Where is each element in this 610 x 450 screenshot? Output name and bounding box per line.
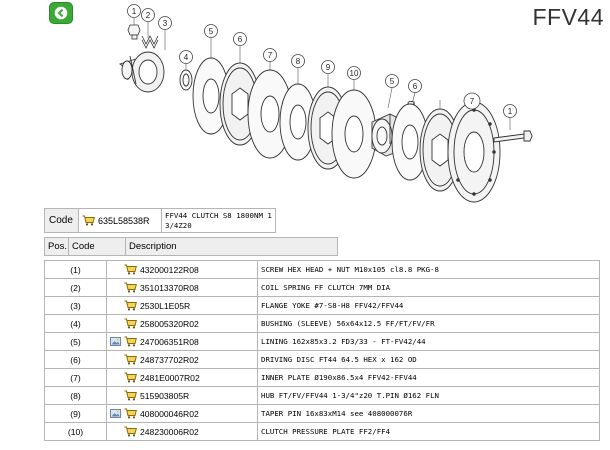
code-label: Code xyxy=(45,209,79,232)
callout-12: 6 xyxy=(413,82,418,91)
part-description: COIL SPRING FF CLUTCH 7MM DIA xyxy=(257,278,600,297)
callout-4: 4 xyxy=(184,53,189,62)
cart-icon[interactable] xyxy=(124,426,137,437)
part-code-cell[interactable]: 248230006R02 xyxy=(107,423,257,440)
part-code: 2481E0007R02 xyxy=(140,372,200,383)
callout-1: 1 xyxy=(132,7,137,16)
callout-11: 5 xyxy=(390,77,395,86)
cart-icon[interactable] xyxy=(124,336,137,347)
cart-icon[interactable] xyxy=(124,282,137,293)
cart-icon[interactable] xyxy=(124,318,137,329)
callout-3: 3 xyxy=(163,19,168,28)
part-code-cell[interactable]: 432000122R08 xyxy=(107,261,257,278)
assembly-code-row: Code 635L58538R FFV44 CLUTCH S8 1800NM 1… xyxy=(44,208,276,233)
cart-icon[interactable] xyxy=(124,354,137,365)
part-code-cell[interactable]: 408000046R02 xyxy=(107,405,257,422)
table-row: (10) 248230006R02 CLUTCH PRESSURE PLATE FF… xyxy=(44,422,600,441)
parts-table: (1) 432000122R08 SCREW HEX HEAD + NUT M10x… xyxy=(44,260,600,441)
table-row: (1) 432000122R08 SCREW HEX HEAD + NUT M10x… xyxy=(44,260,600,279)
part-code-cell[interactable]: 248737702R02 xyxy=(107,351,257,368)
model-title: FFV44 xyxy=(532,4,604,30)
part-code-cell[interactable]: 2530L1E05R xyxy=(107,297,257,314)
part-description: SCREW HEX HEAD + NUT M10x105 cl8.8 PKG-8 xyxy=(257,260,600,279)
callout-2: 2 xyxy=(146,11,151,20)
cart-icon[interactable] xyxy=(124,390,137,401)
part-code-cell[interactable]: 258005320R02 xyxy=(107,315,257,332)
table-row: (9) 408000046R02 TAPER PIN 16x83xM14 see 4… xyxy=(44,404,600,423)
part-description: BUSHING (SLEEVE) 56x64x12.5 FF/FT/FV/FR xyxy=(257,314,600,333)
callout-6: 6 xyxy=(238,35,243,44)
part-code: 351013370R08 xyxy=(140,282,199,293)
table-row: (2) 351013370R08 COIL SPRING FF CLUTCH 7MM… xyxy=(44,278,600,297)
part-code-cell[interactable]: 2481E0007R02 xyxy=(107,369,257,386)
part-description: FLANGE YOKE #7-S8-H8 FFV42/FFV44 xyxy=(257,296,600,315)
part-description: TAPER PIN 16x83xM14 see 408000076R xyxy=(257,404,600,423)
parts-table-header: Pos. Code Description xyxy=(44,237,338,256)
part-code: 2530L1E05R xyxy=(140,300,191,311)
part-code-cell[interactable]: 247006351R08 xyxy=(107,333,257,350)
header-description: Description xyxy=(129,241,177,252)
cart-icon[interactable] xyxy=(82,215,95,226)
part-position: (3) xyxy=(44,296,107,315)
table-row: (3) 2530L1E05R FLANGE YOKE #7-S8-H8 FFV42/… xyxy=(44,296,600,315)
callout-7: 7 xyxy=(268,51,273,60)
cart-icon[interactable] xyxy=(124,264,137,275)
part-code: 432000122R08 xyxy=(140,264,199,275)
table-row: (4) 258005320R02 BUSHING (SLEEVE) 56x64x12… xyxy=(44,314,600,333)
part-code: 248230006R02 xyxy=(140,426,199,437)
part-description: DRIVING DISC FT44 64.5 HEX x 162 OD xyxy=(257,350,600,369)
header-pos: Pos. xyxy=(45,238,69,255)
part-code-cell[interactable]: 515903805R xyxy=(107,387,257,404)
callout-9: 9 xyxy=(326,63,331,72)
exploded-parts-diagram: 1 2 3 4 5 6 7 8 9 10 5 6 7 1 xyxy=(119,4,533,203)
part-position: (8) xyxy=(44,386,107,405)
back-button[interactable] xyxy=(49,2,73,24)
part-description: CLUTCH PRESSURE PLATE FF2/FF4 xyxy=(257,422,600,441)
part-position: (4) xyxy=(44,314,107,333)
arrow-left-icon xyxy=(54,6,68,20)
part-position: (5) xyxy=(44,332,107,351)
table-row: (6) 248737702R02 DRIVING DISC FT44 64.5 HE… xyxy=(44,350,600,369)
callout-13: 7 xyxy=(470,97,475,106)
cart-icon[interactable] xyxy=(124,408,137,419)
cart-icon[interactable] xyxy=(124,372,137,383)
part-position: (10) xyxy=(44,422,107,441)
part-code: 408000046R02 xyxy=(140,408,199,419)
part-description: HUB FT/FV/FFV44 1-3/4"z20 T.PIN Ø162 FLN xyxy=(257,386,600,405)
part-position: (7) xyxy=(44,368,107,387)
callout-14: 1 xyxy=(508,107,513,116)
part-code: 247006351R08 xyxy=(140,336,199,347)
header-code: Code xyxy=(69,238,126,255)
table-row: (8) 515903805R HUB FT/FV/FFV44 1-3/4"z20 T… xyxy=(44,386,600,405)
assembly-code[interactable]: 635L58538R xyxy=(79,209,162,232)
part-position: (9) xyxy=(44,404,107,423)
part-code: 258005320R02 xyxy=(140,318,199,329)
part-code: 248737702R02 xyxy=(140,354,199,365)
image-icon[interactable] xyxy=(110,337,121,346)
callout-5: 5 xyxy=(209,27,214,36)
part-position: (6) xyxy=(44,350,107,369)
cart-icon[interactable] xyxy=(124,300,137,311)
table-row: (7) 2481E0007R02 INNER PLATE Ø190x86.5x4 F… xyxy=(44,368,600,387)
callout-8: 8 xyxy=(296,57,301,66)
table-row: (5) 247006351R08 LINING 162x85x3.2 FD3/33 … xyxy=(44,332,600,351)
callout-10: 10 xyxy=(350,69,359,78)
part-code: 515903805R xyxy=(140,390,190,401)
part-position: (1) xyxy=(44,260,107,279)
assembly-code-value: 635L58538R xyxy=(98,215,150,226)
part-description: LINING 162x85x3.2 FD3/33 - FT-FV42/44 xyxy=(257,332,600,351)
part-description: INNER PLATE Ø190x86.5x4 FFV42-FFV44 xyxy=(257,368,600,387)
image-icon[interactable] xyxy=(110,409,121,418)
part-position: (2) xyxy=(44,278,107,297)
part-code-cell[interactable]: 351013370R08 xyxy=(107,279,257,296)
assembly-description: FFV44 CLUTCH S8 1800NM 1 3/4Z20 xyxy=(165,211,272,230)
